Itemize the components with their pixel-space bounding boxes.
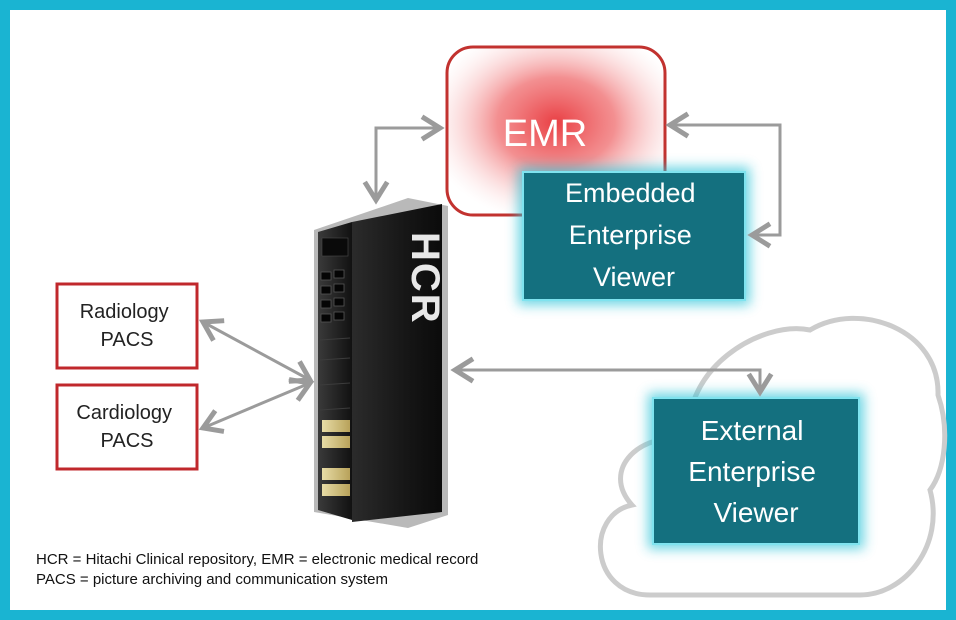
embedded-viewer-line2: Enterprise	[569, 220, 692, 250]
caption-line1: HCR = Hitachi Clinical repository, EMR =…	[36, 551, 479, 568]
external-viewer-line1: External	[701, 415, 804, 446]
arrow-radiology-hcr	[198, 318, 315, 384]
server-bays	[320, 269, 345, 323]
external-viewer-line2: Enterprise	[688, 456, 816, 487]
caption-line2: PACS = picture archiving and communicati…	[36, 571, 388, 588]
arrow-hcr-emr	[362, 114, 445, 205]
embedded-viewer-node: Embedded Enterprise Viewer	[518, 167, 750, 305]
arrow-emr-embedded	[665, 111, 782, 249]
emr-label: EMR	[503, 113, 587, 155]
cardiology-line2: PACS	[101, 430, 154, 452]
radiology-line2: PACS	[101, 329, 154, 351]
hcr-label: HCR	[403, 232, 447, 325]
hcr-server-node: HCR	[314, 198, 448, 528]
diagram-caption: HCR = Hitachi Clinical repository, EMR =…	[36, 550, 478, 590]
embedded-viewer-line1: Embedded	[565, 178, 696, 208]
server-drives	[322, 420, 350, 496]
external-viewer-line3: Viewer	[713, 497, 798, 528]
arrow-hcr-external	[450, 356, 774, 397]
cardiology-pacs-node: Cardiology PACS	[55, 383, 199, 471]
svg-text:External Enterprise: External Enterprise Viewer	[688, 415, 823, 528]
svg-text:Cardiology PACS: Cardiology PACS	[76, 402, 177, 452]
external-viewer-node: External Enterprise Viewer	[648, 393, 864, 549]
radiology-line1: Radiology	[80, 301, 169, 323]
arrow-cardiology-hcr	[198, 377, 315, 434]
connector-arrows	[198, 111, 782, 434]
embedded-viewer-line3: Viewer	[593, 262, 675, 292]
cardiology-line1: Cardiology	[76, 402, 172, 424]
radiology-pacs-node: Radiology PACS	[55, 282, 199, 370]
server-vent	[321, 237, 349, 257]
svg-text:Radiology PACS: Radiology PACS	[80, 301, 175, 351]
